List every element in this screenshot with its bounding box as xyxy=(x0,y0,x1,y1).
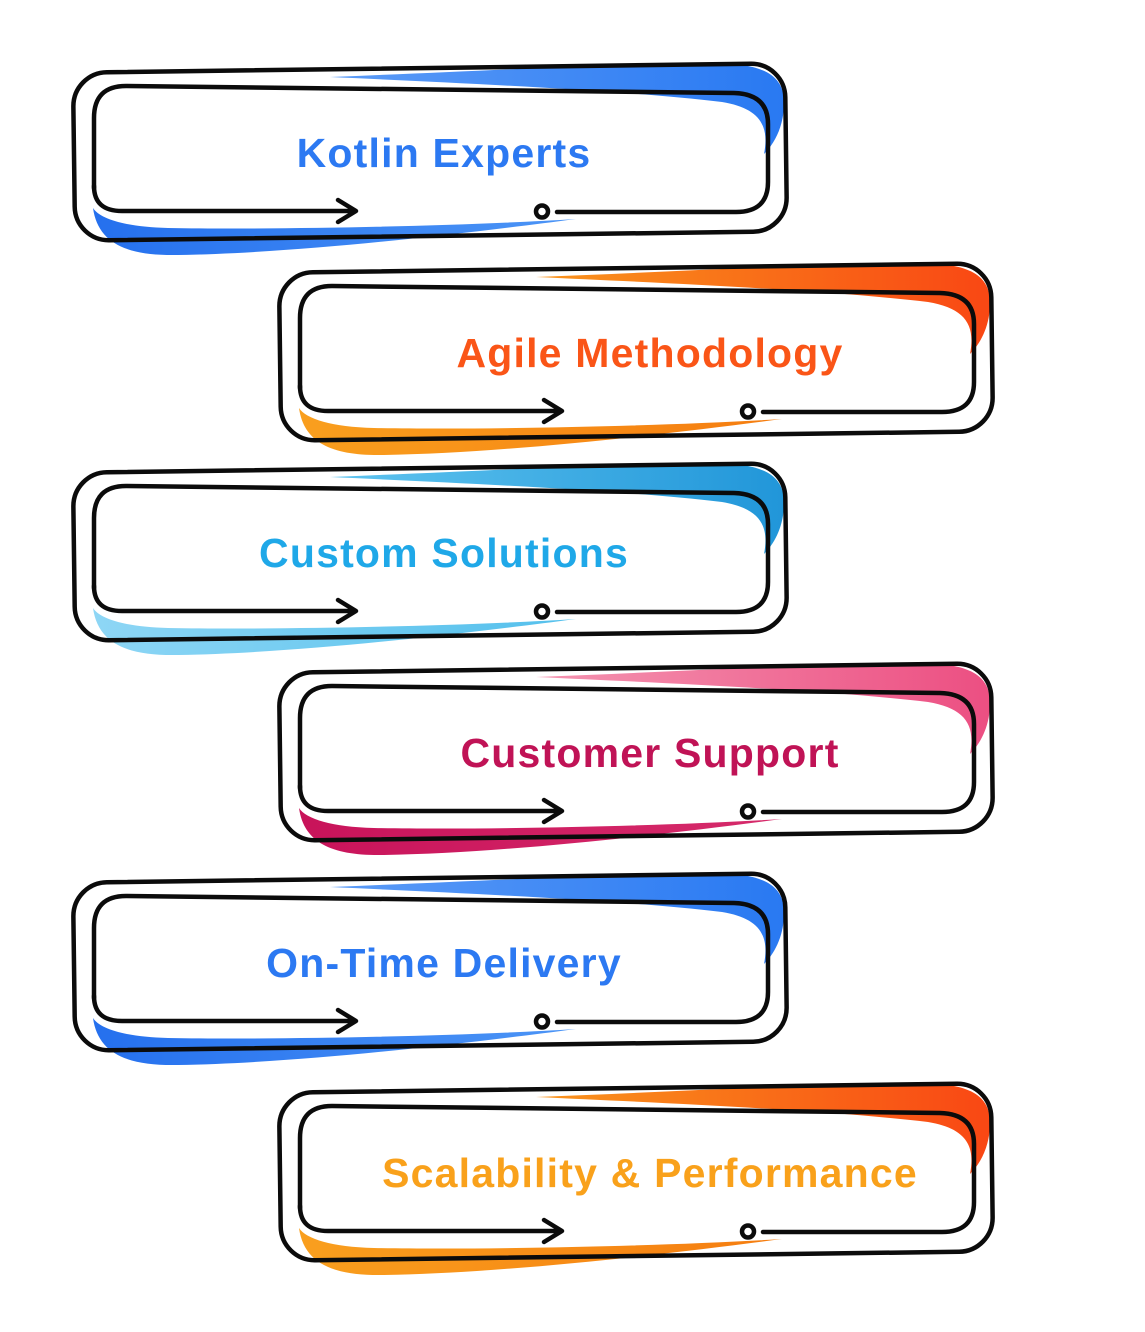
banner-list: Kotlin Experts Agile Methodology xyxy=(64,60,1015,1286)
inner-outline xyxy=(297,683,977,815)
bottom-accent-swoosh xyxy=(299,1228,782,1276)
arrow-icon xyxy=(91,583,359,625)
banner-graphic: Agile Methodology xyxy=(277,261,995,456)
arrow-icon xyxy=(91,993,359,1035)
bottom-accent-swoosh xyxy=(93,608,576,656)
top-accent-swoosh xyxy=(536,1083,991,1174)
banner-card: Kotlin Experts xyxy=(64,60,809,266)
banner-graphic: Scalability & Performance xyxy=(277,1081,995,1276)
circle-node-icon xyxy=(739,1223,757,1240)
top-accent-swoosh xyxy=(536,663,991,754)
bottom-accent-swoosh xyxy=(299,808,782,856)
banner-graphic: Customer Support xyxy=(277,661,995,856)
banner-label: On-Time Delivery xyxy=(266,940,622,986)
banner-graphic: Custom Solutions xyxy=(71,461,789,656)
outer-outline xyxy=(277,1081,995,1263)
circle-node-icon xyxy=(739,803,757,820)
arrow-icon xyxy=(297,1203,565,1245)
banner-label: Customer Support xyxy=(460,730,839,776)
banner-graphic: Kotlin Experts xyxy=(71,61,789,256)
circle-node-icon xyxy=(739,403,757,420)
top-accent-swoosh xyxy=(330,463,785,554)
top-accent-swoosh xyxy=(536,263,991,354)
banner-label: Scalability & Performance xyxy=(382,1150,918,1196)
bottom-accent-swoosh xyxy=(93,1018,576,1066)
arrow-icon xyxy=(297,783,565,825)
banner-card: Agile Methodology xyxy=(270,260,1015,466)
top-accent-swoosh xyxy=(330,873,785,964)
banner-label: Custom Solutions xyxy=(259,530,629,576)
outer-outline xyxy=(71,871,789,1053)
outer-outline xyxy=(277,661,995,843)
banner-card: Customer Support xyxy=(270,660,1015,866)
arrow-icon xyxy=(297,383,565,425)
banner-graphic: On-Time Delivery xyxy=(71,871,789,1066)
circle-node-icon xyxy=(533,203,551,220)
inner-outline xyxy=(91,83,771,215)
banner-label: Kotlin Experts xyxy=(297,130,592,176)
inner-outline xyxy=(297,1103,977,1235)
bottom-accent-swoosh xyxy=(93,208,576,256)
banner-card: On-Time Delivery xyxy=(64,870,809,1076)
circle-node-icon xyxy=(533,603,551,620)
inner-outline xyxy=(91,483,771,615)
circle-node-icon xyxy=(533,1013,551,1030)
outer-outline xyxy=(71,461,789,643)
top-accent-swoosh xyxy=(330,63,785,154)
banner-label: Agile Methodology xyxy=(456,330,843,376)
bottom-accent-swoosh xyxy=(299,408,782,456)
arrow-icon xyxy=(91,183,359,225)
outer-outline xyxy=(277,261,995,443)
outer-outline xyxy=(71,61,789,243)
banner-card: Custom Solutions xyxy=(64,460,809,666)
banner-card: Scalability & Performance xyxy=(270,1080,1015,1286)
inner-outline xyxy=(297,283,977,415)
inner-outline xyxy=(91,893,771,1025)
